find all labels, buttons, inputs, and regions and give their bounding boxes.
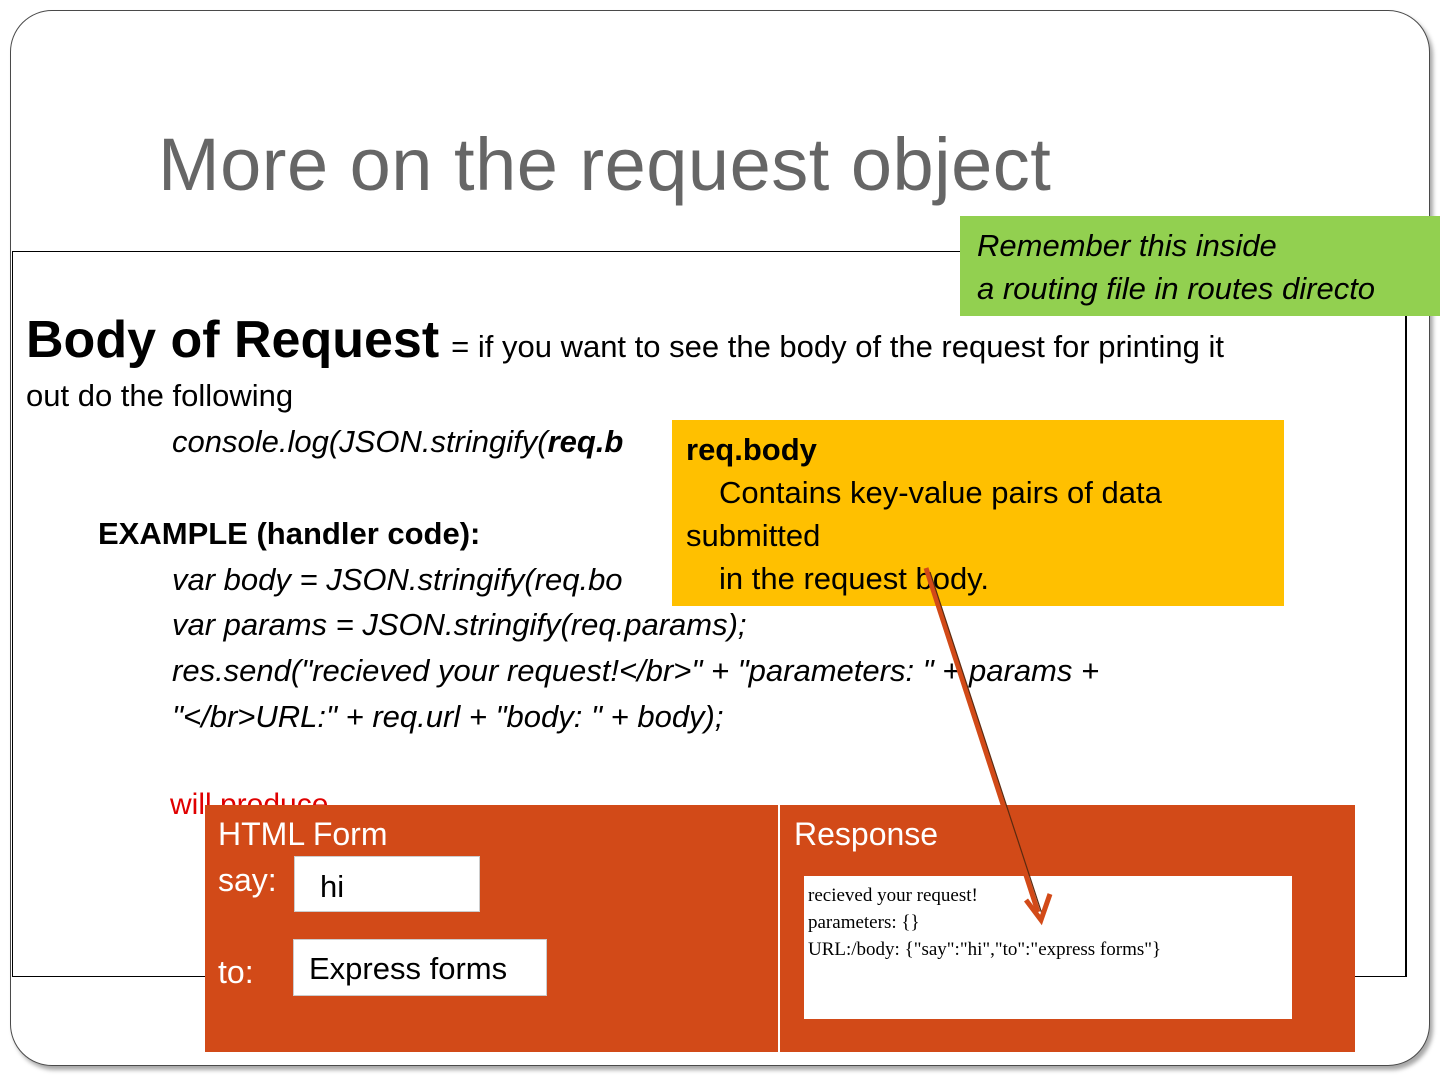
example-code-line: res.send("recieved your request!</br>" +… [172,653,1100,688]
routing-reminder-callout: Remember this inside a routing file in r… [960,216,1440,316]
example-label: EXAMPLE (handler code): [98,516,481,551]
console-log-code: console.log(JSON.stringify(req.b [172,424,623,460]
heading-description: = if you want to see the body of the req… [451,329,1225,364]
console-log-prefix: console.log(JSON.stringify( [172,424,548,459]
say-input[interactable]: hi [294,856,480,912]
req-body-description: Contains key-value pairs of data [719,475,1162,510]
response-header: Response [794,816,939,852]
panel-divider [778,805,780,1052]
heading-continuation: out do the following [26,378,294,413]
example-code-line: var params = JSON.stringify(req.params); [172,607,747,642]
response-output: recieved your request! parameters: {} UR… [804,876,1292,1019]
req-body-description: submitted [686,518,821,553]
response-line: URL:/body: {"say":"hi","to":"express for… [808,939,1162,960]
heading-big-text: Body of Request [26,311,440,369]
response-line: recieved your request! [808,885,978,906]
reminder-line: a routing file in routes directo [977,271,1376,306]
response-line: parameters: {} [808,912,920,933]
req-body-title: req.body [686,432,817,467]
to-label: to: [218,954,254,990]
slide-title: More on the request object [158,123,1052,206]
example-code-line: var body = JSON.stringify(req.bo [172,562,623,597]
req-body-callout: req.body Contains key-value pairs of dat… [672,420,1284,606]
reminder-line: Remember this inside [977,228,1277,263]
body-of-request-heading: Body of Request = if you want to see the … [26,310,1416,370]
to-input[interactable]: Express forms [293,939,547,996]
req-body-description: in the request body. [719,561,989,596]
console-log-bold: req.b [547,424,624,459]
say-label: say: [218,862,277,898]
html-form-header: HTML Form [218,816,388,852]
example-code-line: "</br>URL:" + req.url + "body: " + body)… [172,699,724,734]
